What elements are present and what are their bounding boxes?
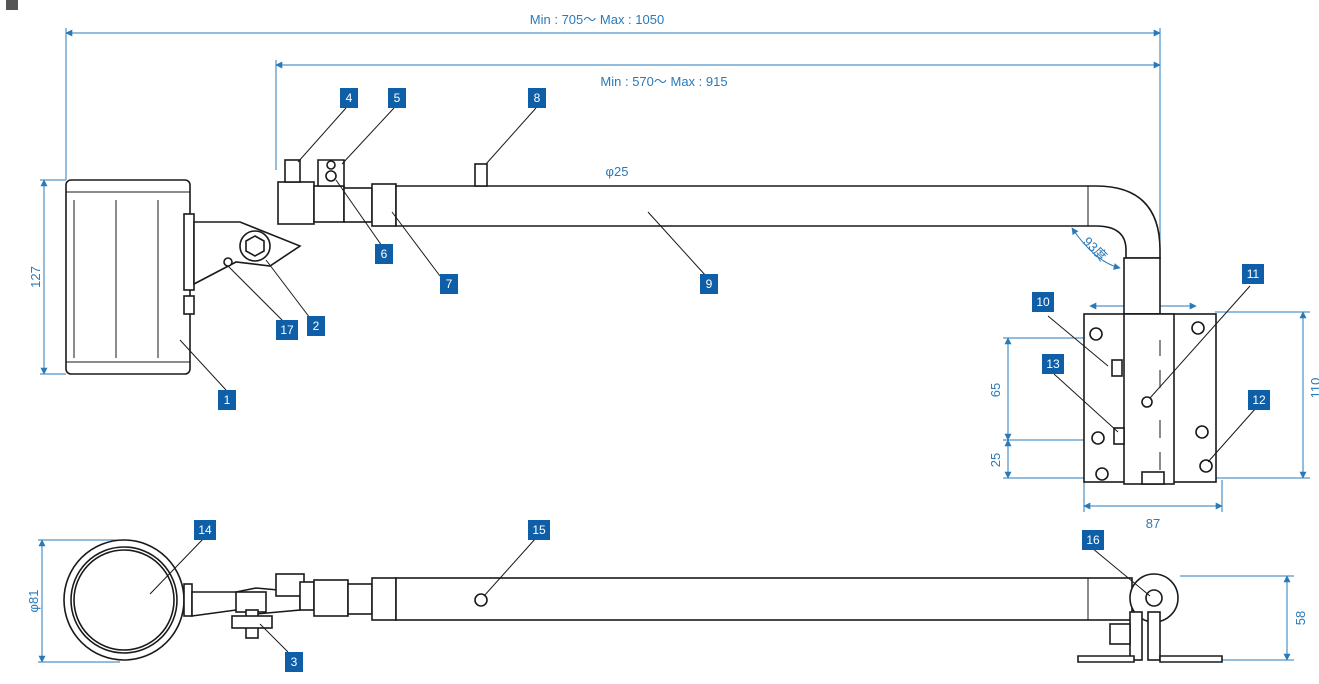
svg-text:7: 7: [446, 277, 453, 291]
callout-12: 12: [1248, 390, 1270, 410]
svg-text:13: 13: [1046, 357, 1060, 371]
callout-13: 13: [1042, 354, 1064, 374]
corner-mark: [6, 0, 18, 10]
dimension-head-dia: φ81: [26, 539, 120, 663]
dimension-arm: Min : 570～ Max : 915: [275, 60, 1161, 170]
callout-6: 6: [375, 244, 393, 264]
callout-11: 11: [1242, 264, 1264, 284]
dim-arm-label: Min : 570～ Max : 915: [600, 74, 727, 89]
arm-pipe-bottom: [395, 577, 1133, 621]
callout-2: 2: [307, 316, 325, 336]
dim-58-label: 58: [1293, 611, 1308, 625]
callout-1: 1: [218, 390, 236, 410]
svg-text:15: 15: [532, 523, 546, 537]
dim-87-label: 87: [1146, 516, 1160, 531]
svg-text:16: 16: [1086, 533, 1100, 547]
callout-16: 16: [1082, 530, 1104, 550]
dim-pipe-dia-label: φ25: [606, 164, 629, 179]
swivel-joint-bottom: [191, 573, 397, 639]
svg-text:8: 8: [534, 91, 541, 105]
wall-bracket-bottom: [1077, 573, 1223, 663]
svg-text:9: 9: [706, 277, 713, 291]
callout-3: 3: [285, 652, 303, 672]
callout-7: 7: [440, 274, 458, 294]
dimension-bottom-58: 58: [1180, 575, 1308, 661]
dim-angle-label: 93度: [1080, 234, 1110, 264]
svg-text:2: 2: [313, 319, 320, 333]
dim-110-label: 110: [1308, 378, 1319, 399]
dim-81-label: φ81: [26, 590, 41, 613]
svg-text:3: 3: [291, 655, 298, 669]
svg-text:6: 6: [381, 247, 388, 261]
dimension-height-127: 127: [28, 179, 66, 375]
dim-25-label: 25: [988, 453, 1003, 467]
dim-overall-label: Min : 705～ Max : 1050: [530, 12, 664, 27]
dimension-bracket-87: 87: [1083, 480, 1223, 531]
arm-pipe: [395, 163, 1161, 259]
wall-bracket-front: [1083, 257, 1217, 485]
svg-text:1: 1: [224, 393, 231, 407]
dim-65-label: 65: [988, 383, 1003, 397]
callout-17: 17: [276, 320, 298, 340]
callout-8: 8: [528, 88, 546, 108]
svg-text:10: 10: [1036, 295, 1050, 309]
leader-lines: [149, 107, 1257, 653]
lamp-head-side: [65, 179, 195, 375]
lamp-head-front: [63, 539, 193, 661]
callout-14: 14: [194, 520, 216, 540]
svg-text:17: 17: [280, 323, 294, 337]
svg-text:12: 12: [1252, 393, 1266, 407]
callout-5: 5: [388, 88, 406, 108]
svg-text:4: 4: [346, 91, 353, 105]
dimension-bracket-25: 25: [988, 439, 1095, 479]
callout-10: 10: [1032, 292, 1054, 312]
svg-text:11: 11: [1247, 267, 1260, 281]
svg-text:14: 14: [198, 523, 212, 537]
dimension-angle: 93度: [1071, 227, 1121, 270]
callout-9: 9: [700, 274, 718, 294]
dim-127-label: 127: [28, 266, 43, 288]
callout-15: 15: [528, 520, 550, 540]
svg-text:5: 5: [394, 91, 401, 105]
callout-4: 4: [340, 88, 358, 108]
dimension-bracket-65: 65: [988, 337, 1095, 441]
dimension-bracket-110: 110: [1215, 311, 1319, 479]
